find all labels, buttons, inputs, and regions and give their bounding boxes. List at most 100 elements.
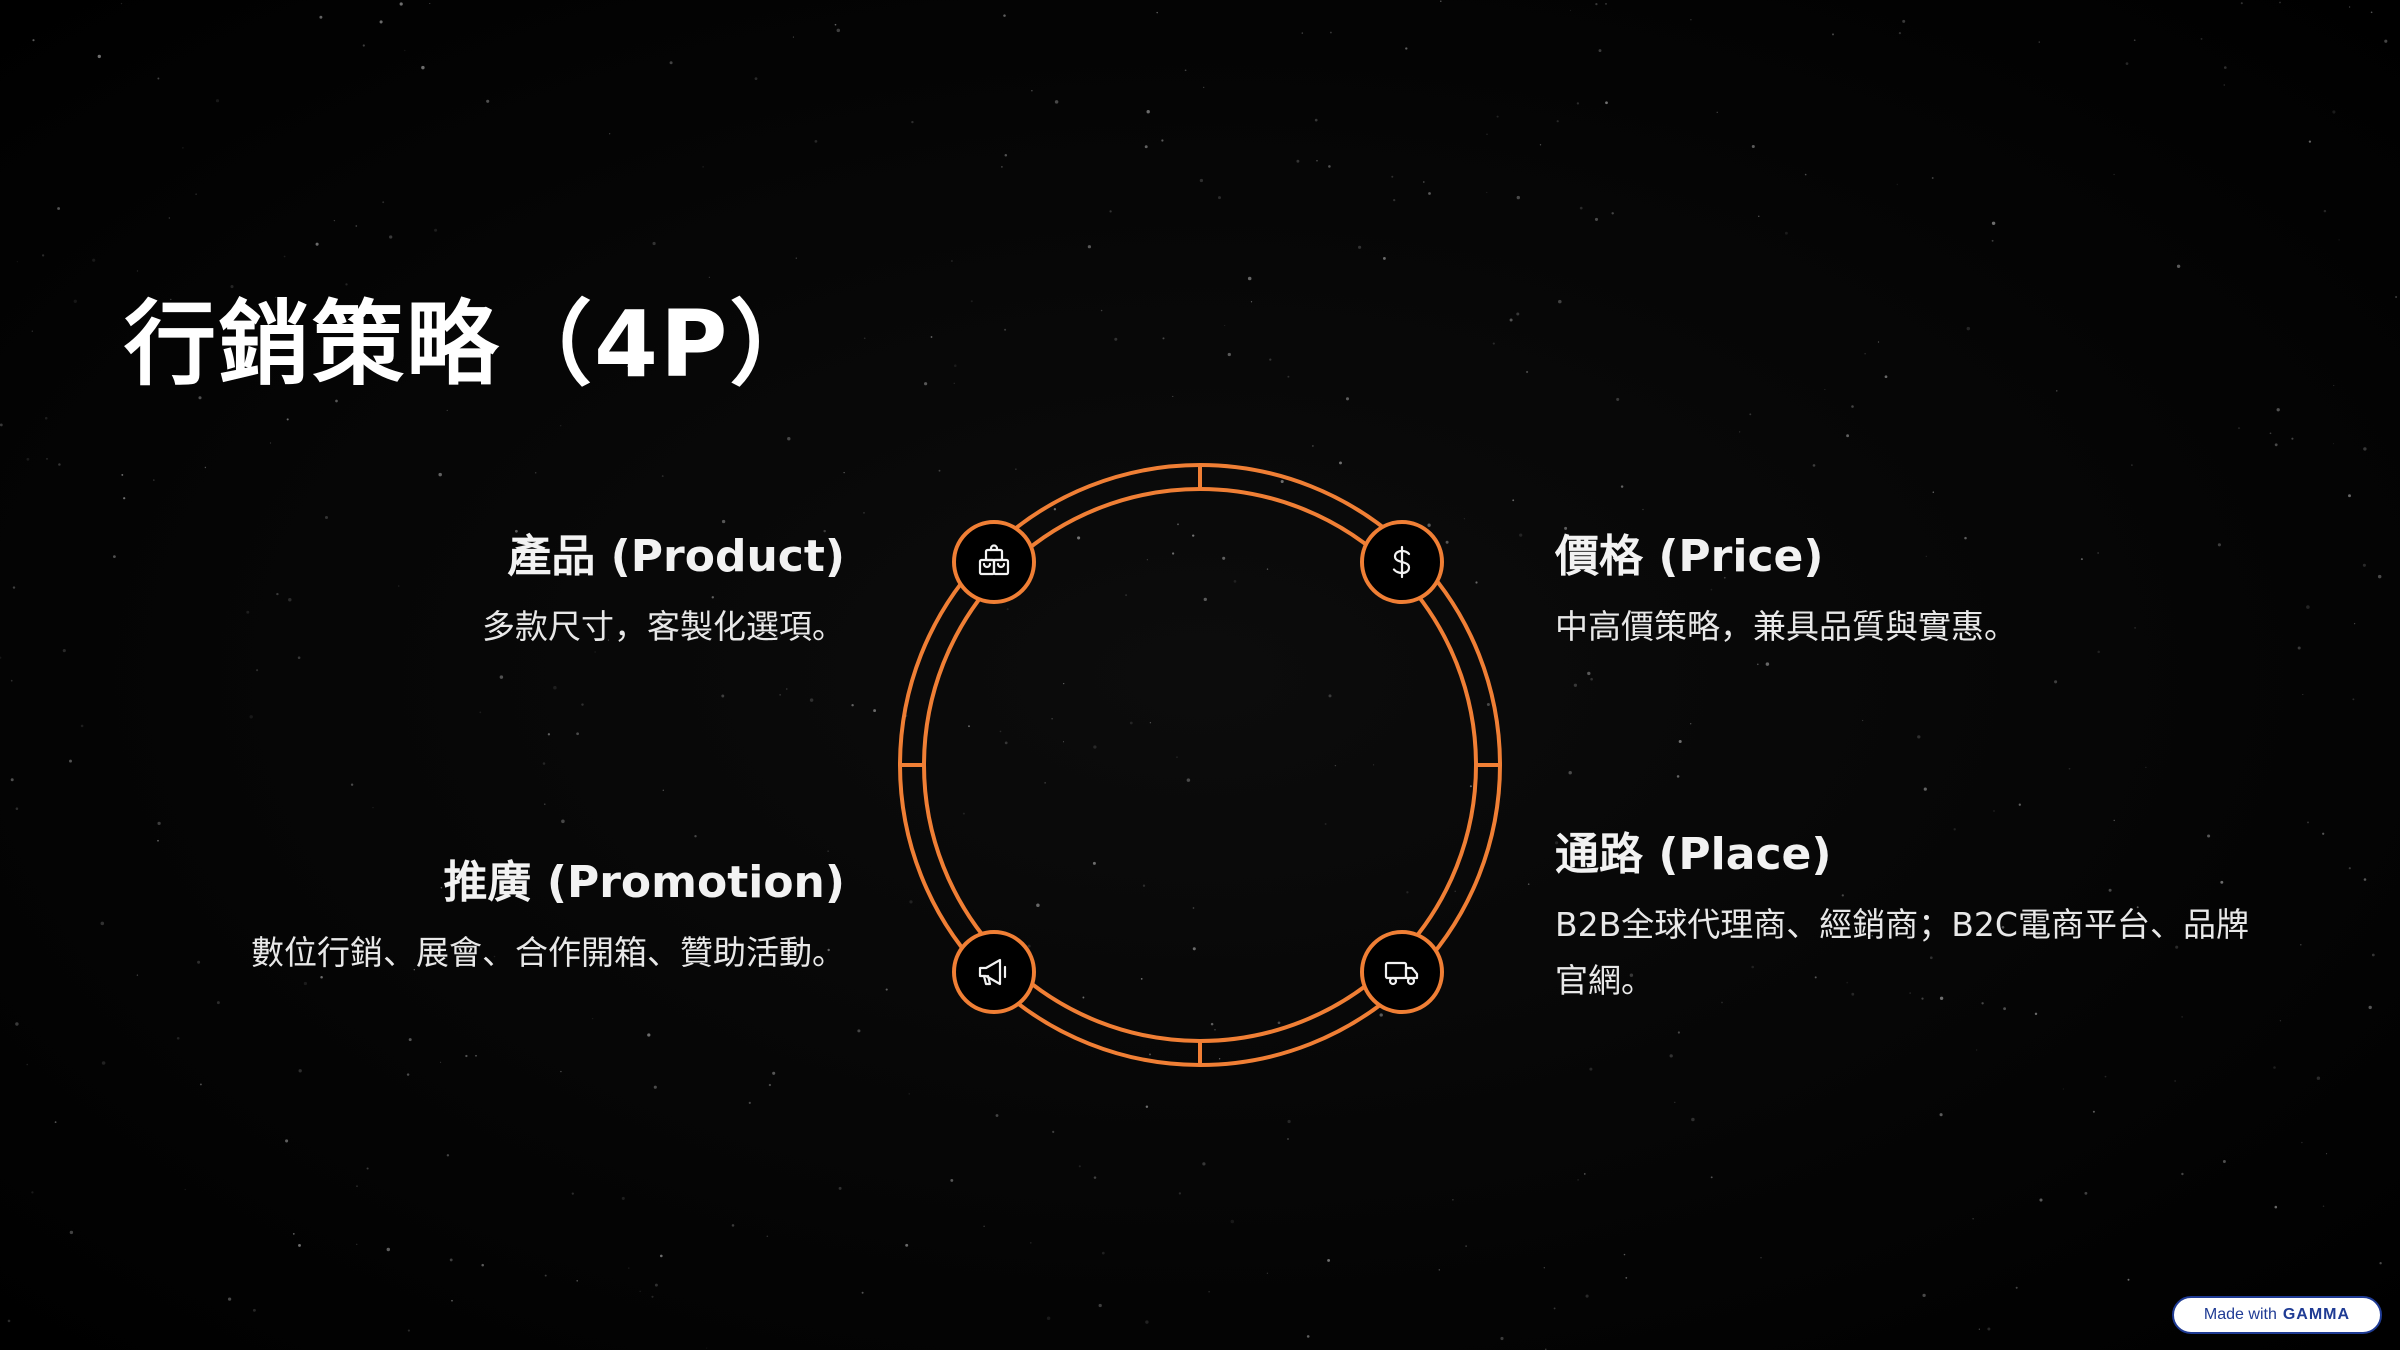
star-dot: [1156, 11, 1158, 14]
star-dot: [632, 318, 636, 321]
star-dot: [41, 254, 45, 257]
star-dot: [609, 133, 611, 135]
star-dot: [176, 1036, 180, 1040]
star-dot: [1266, 568, 1269, 570]
star-dot: [2368, 1005, 2372, 1010]
star-dot: [1006, 608, 1009, 611]
star-dot: [1202, 1162, 1206, 1166]
star-dot: [2127, 1278, 2130, 1281]
star-dot: [1636, 869, 1639, 872]
star-dot: [702, 166, 704, 168]
star-dot: [1758, 215, 1760, 217]
star-dot: [754, 77, 758, 80]
star-dot: [31, 330, 33, 332]
star-dot: [26, 457, 30, 461]
star-dot: [1716, 855, 1720, 859]
star-dot: [2276, 408, 2280, 412]
star-dot: [2062, 1088, 2065, 1090]
star-dot: [1452, 1199, 1454, 1201]
star-dot: [2131, 464, 2133, 466]
star-dot: [328, 347, 332, 351]
star-dot: [1314, 118, 1318, 122]
star-dot: [46, 458, 48, 460]
star-dot: [1496, 115, 1499, 118]
star-dot: [983, 1225, 985, 1227]
star-dot: [407, 1329, 410, 1332]
star-dot: [787, 437, 791, 441]
star-dot: [1030, 1242, 1032, 1244]
star-dot: [1218, 196, 1221, 200]
star-dot: [440, 886, 443, 889]
star-dot: [413, 969, 415, 971]
star-dot: [2237, 427, 2241, 430]
star-dot: [451, 1299, 453, 1302]
star-dot: [2269, 432, 2272, 435]
star-dot: [1594, 217, 1599, 221]
made-with-gamma-badge[interactable]: Made with GAMMA: [2172, 1296, 2382, 1334]
star-dot: [1192, 907, 1195, 909]
star-dot: [386, 1247, 391, 1252]
star-dot: [1287, 1138, 1289, 1140]
dollar-icon: [1392, 545, 1411, 579]
star-dot: [562, 331, 564, 334]
star-dot: [1898, 31, 1902, 35]
star-dot: [515, 529, 518, 533]
star-dot: [362, 44, 365, 47]
star-dot: [628, 1267, 630, 1269]
star-dot: [1784, 231, 1788, 235]
star-dot: [1145, 1105, 1149, 1109]
star-dot: [1539, 144, 1542, 146]
star-dot: [1082, 996, 1085, 999]
star-dot: [446, 409, 448, 411]
star-dot: [1329, 31, 1332, 34]
star-dot: [2379, 1262, 2382, 1265]
star-dot: [1929, 956, 1933, 960]
star-dot: [1149, 1053, 1151, 1056]
star-dot: [97, 54, 101, 59]
star-dot: [2332, 443, 2335, 445]
star-dot: [748, 1101, 751, 1104]
star-dot: [429, 2, 431, 5]
star-dot: [954, 364, 957, 367]
star-dot: [1846, 981, 1849, 984]
star-dot: [930, 336, 933, 338]
star-dot: [1642, 508, 1644, 511]
star-dot: [741, 636, 743, 639]
star-dot: [379, 20, 383, 24]
star-dot: [630, 959, 632, 961]
star-dot: [571, 1192, 574, 1195]
star-dot: [962, 812, 965, 815]
star-dot: [54, 1121, 57, 1123]
star-dot: [661, 475, 664, 478]
star-dot: [1098, 1303, 1102, 1308]
star-dot: [836, 28, 841, 33]
star-dot: [1751, 965, 1754, 969]
star-dot: [2036, 937, 2039, 939]
star-dot: [2291, 437, 2294, 440]
star-dot: [319, 15, 323, 19]
star-dot: [1114, 337, 1118, 341]
star-dot: [779, 694, 781, 696]
star-dot: [276, 592, 279, 596]
star-dot: [669, 61, 673, 65]
star-dot: [662, 789, 664, 791]
star-dot: [908, 1093, 910, 1095]
star-dot: [1884, 375, 1888, 379]
star-dot: [1345, 397, 1350, 401]
star-dot: [1486, 133, 1488, 135]
star-dot: [1909, 934, 1912, 936]
star-dot: [1149, 722, 1152, 724]
star-dot: [560, 425, 562, 427]
star-dot: [32, 39, 35, 42]
star-dot: [2352, 698, 2355, 701]
star-dot: [382, 201, 385, 204]
price-heading: 價格 (Price): [1555, 531, 1824, 582]
star-dot: [113, 555, 116, 558]
price-node: [1360, 520, 1444, 604]
star-dot: [708, 276, 710, 278]
star-dot: [197, 960, 201, 964]
star-dot: [69, 759, 72, 763]
star-dot: [2068, 767, 2071, 770]
star-dot: [1440, 0, 1442, 3]
star-dot: [1280, 479, 1284, 484]
